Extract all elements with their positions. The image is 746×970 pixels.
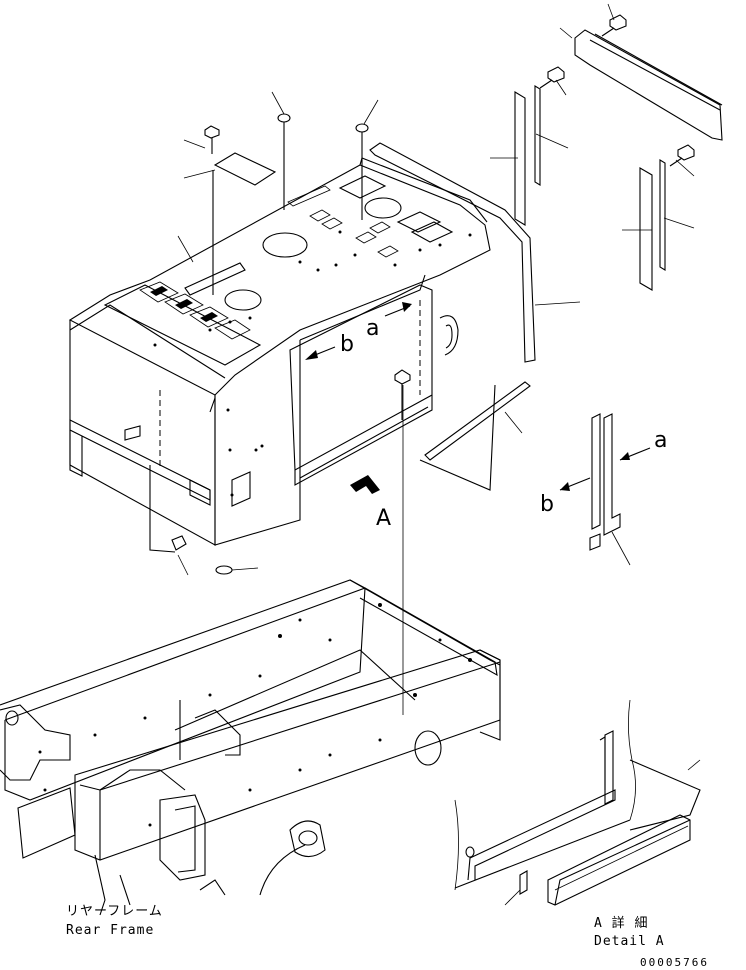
- view-arrow-label: A: [376, 506, 392, 531]
- rear-frame-caption-jp: リヤーフレーム: [66, 904, 163, 919]
- detail-a-view: [454, 699, 701, 906]
- cover-plate: [213, 152, 277, 186]
- seal-strips: [369, 142, 536, 491]
- direction-label-b-detail: b: [540, 492, 554, 517]
- side-detail-view: [559, 413, 651, 566]
- direction-label-a-detail: a: [654, 428, 668, 453]
- rear-frame: [0, 579, 501, 916]
- detail-a-caption-en: Detail A: [594, 934, 665, 949]
- direction-label-a-hood: a: [366, 316, 380, 341]
- front-rail: [69, 390, 211, 553]
- rear-frame-caption-en: Rear Frame: [66, 923, 155, 938]
- document-number: 00005766: [640, 956, 709, 969]
- engine-hood: [68, 157, 491, 546]
- top-plate: [574, 29, 723, 141]
- leader-lines: [177, 3, 695, 715]
- view-arrows: [305, 302, 412, 494]
- bolts: [171, 14, 695, 575]
- detail-a-caption-jp: A 詳 細: [594, 916, 649, 931]
- direction-label-b-hood: b: [340, 332, 354, 357]
- vertical-seals: [514, 85, 666, 291]
